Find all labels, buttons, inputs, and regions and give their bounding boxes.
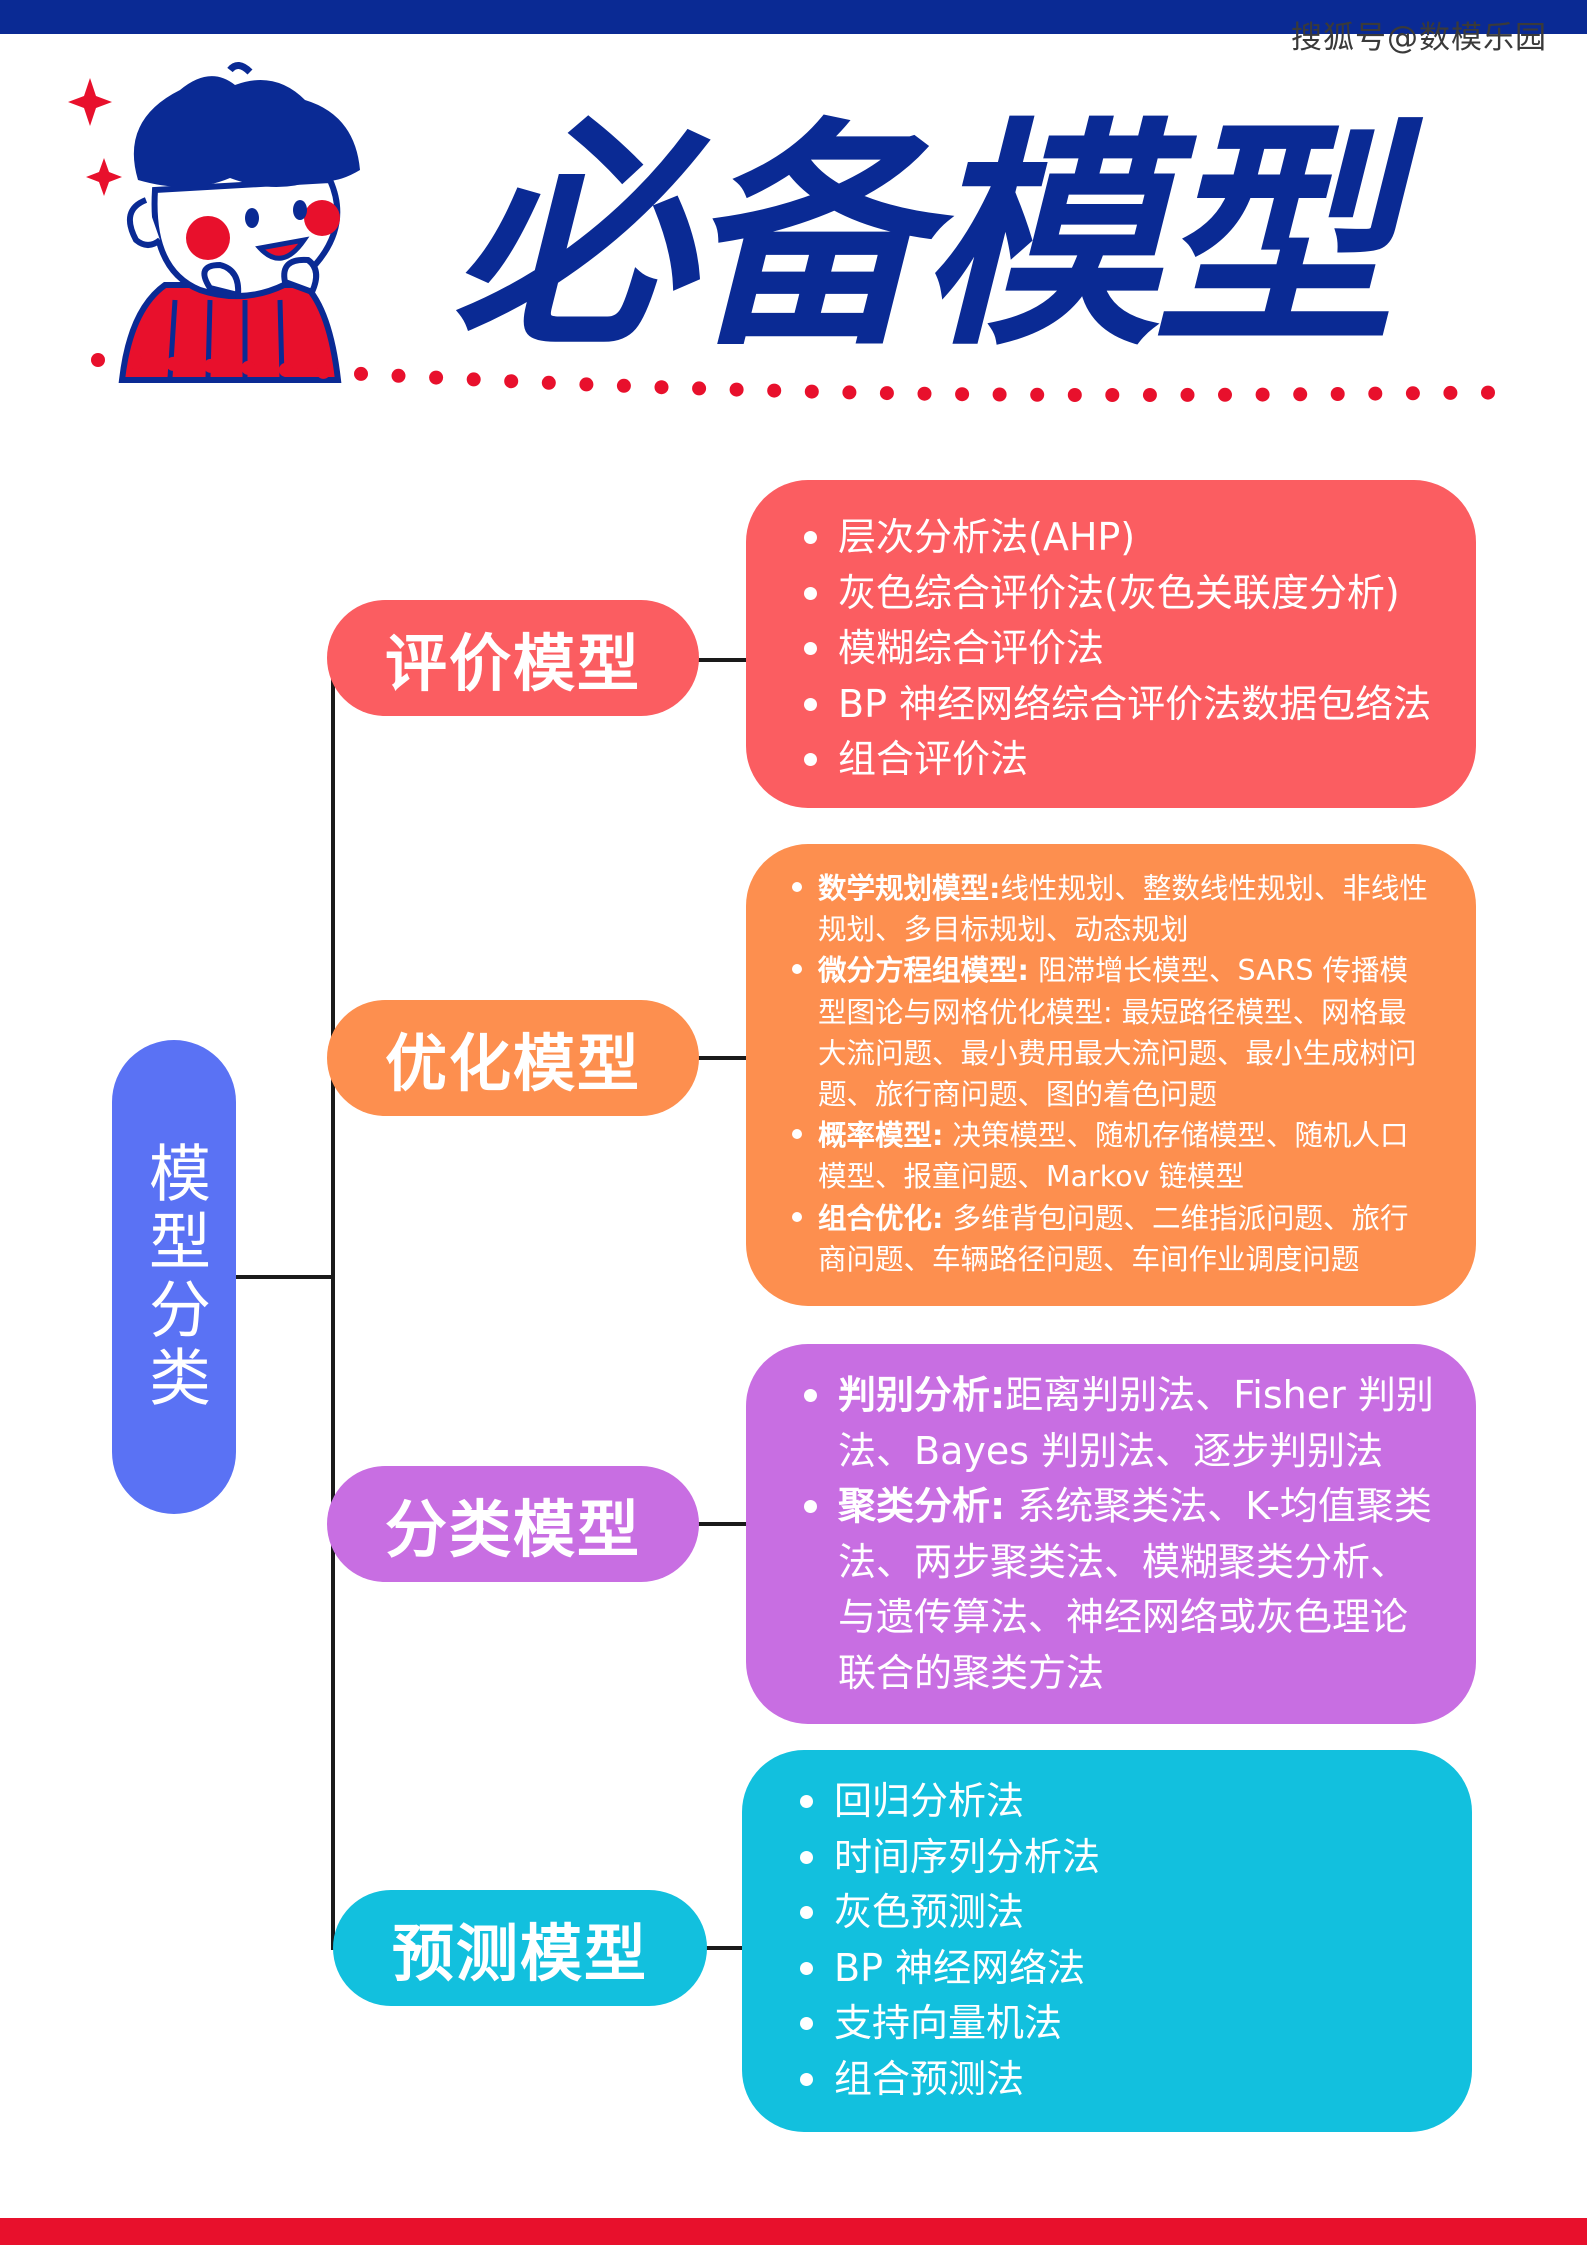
list-item: 组合评价法 (804, 732, 1476, 788)
divider-dot (804, 384, 819, 399)
root-node: 模型分类 (112, 1040, 236, 1514)
category-label: 优化模型 (384, 1027, 641, 1100)
divider-dot (917, 386, 932, 401)
list-item: 判别分析:距离判别法、Fisher 判别法、Bayes 判别法、逐步判别法 (804, 1368, 1442, 1479)
category-optimization: 优化模型 (327, 1000, 699, 1116)
divider-dot (1105, 388, 1120, 402)
list-item: 模糊综合评价法 (804, 621, 1476, 677)
divider-dot (1368, 386, 1383, 401)
divider-dot (729, 382, 744, 397)
divider-dot (541, 375, 556, 390)
detail-box-classification: 判别分析:距离判别法、Fisher 判别法、Bayes 判别法、逐步判别法 聚类… (746, 1344, 1476, 1724)
divider-dot (91, 353, 105, 367)
top-bar (0, 0, 1587, 34)
tree-trunk (331, 660, 335, 1950)
watermark: 搜狐号@数模乐园 (1291, 20, 1547, 56)
divider-dot (429, 370, 444, 385)
root-connector (236, 1275, 334, 1279)
divider-dot (1218, 387, 1232, 402)
divider-dot (1481, 385, 1495, 400)
boy-mascot-icon (68, 62, 360, 383)
category-label: 分类模型 (384, 1493, 641, 1566)
divider-dot (1330, 387, 1345, 401)
list-item: 组合预测法 (800, 2052, 1472, 2108)
divider-dot (767, 383, 782, 398)
divider-dot (1405, 386, 1420, 401)
list-item: BP 神经网络法 (800, 1941, 1472, 1997)
list-item: 回归分析法 (800, 1774, 1472, 1830)
divider-dot (992, 387, 1007, 402)
divider-dot (654, 380, 669, 395)
divider-dot (391, 368, 406, 383)
sparkle-icon (86, 158, 122, 196)
category-evaluation: 评价模型 (327, 600, 699, 716)
list-item: 层次分析法(AHP) (804, 510, 1476, 566)
divider-dot (278, 362, 293, 377)
divider-dot (842, 385, 857, 400)
category-label: 评价模型 (384, 627, 641, 700)
divider-dot (128, 355, 143, 369)
list-item: BP 神经网络综合评价法数据包络法 (804, 677, 1476, 733)
divider-dot (1255, 387, 1270, 402)
divider-dot (616, 378, 631, 393)
list-item: 时间序列分析法 (800, 1830, 1472, 1886)
box-connector (706, 1946, 746, 1950)
divider-dot (504, 374, 519, 389)
divider-dot (1293, 387, 1308, 402)
detail-box-optimization: 数学规划模型:线性规划、整数线性规划、非线性规划、多目标规划、动态规划 微分方程… (746, 844, 1476, 1306)
sparkle-icon (68, 78, 112, 126)
divider-dot (692, 381, 707, 396)
divider-dot (579, 377, 594, 392)
detail-box-evaluation: 层次分析法(AHP) 灰色综合评价法(灰色关联度分析) 模糊综合评价法 BP 神… (746, 480, 1476, 808)
divider-dot (1142, 388, 1157, 402)
box-connector (698, 1056, 746, 1060)
dotted-divider (91, 353, 1495, 402)
root-label: 模型分类 (138, 1141, 211, 1413)
category-prediction: 预测模型 (333, 1890, 707, 2006)
list-item: 支持向量机法 (800, 1996, 1472, 2052)
divider-dot (316, 364, 331, 379)
list-item: 微分方程组模型: 阻滞增长模型、SARS 传播模型图论与网格优化模型: 最短路径… (792, 950, 1432, 1115)
divider-dot (1030, 387, 1045, 402)
list-item: 灰色预测法 (800, 1885, 1472, 1941)
divider-dot (1067, 388, 1082, 402)
list-item: 灰色综合评价法(灰色关联度分析) (804, 566, 1476, 622)
list-item: 组合优化: 多维背包问题、二维指派问题、旅行商问题、车辆路径问题、车间作业调度问… (792, 1198, 1432, 1280)
category-classification: 分类模型 (327, 1466, 699, 1582)
list-item: 数学规划模型:线性规划、整数线性规划、非线性规划、多目标规划、动态规划 (792, 868, 1432, 950)
divider-dot (955, 387, 970, 402)
list-item: 概率模型: 决策模型、随机存储模型、随机人口模型、报童问题、Markov 链模型 (792, 1115, 1432, 1197)
box-connector (698, 658, 746, 662)
detail-box-prediction: 回归分析法 时间序列分析法 灰色预测法 BP 神经网络法 支持向量机法 组合预测… (742, 1750, 1472, 2132)
list-item: 聚类分析: 系统聚类法、K-均值聚类法、两步聚类法、模糊聚类分析、与遗传算法、神… (804, 1479, 1442, 1701)
divider-dot (354, 366, 368, 381)
divider-dot (203, 358, 218, 373)
bottom-bar (0, 2218, 1587, 2245)
box-connector (698, 1522, 746, 1526)
divider-dot (466, 372, 481, 387)
page-title: 必备模型 (452, 98, 1394, 378)
divider-dot (1443, 385, 1458, 400)
divider-dot (241, 360, 256, 375)
divider-dot (879, 386, 894, 401)
category-label: 预测模型 (391, 1917, 648, 1990)
divider-dot (166, 356, 181, 371)
divider-dot (1180, 387, 1195, 402)
